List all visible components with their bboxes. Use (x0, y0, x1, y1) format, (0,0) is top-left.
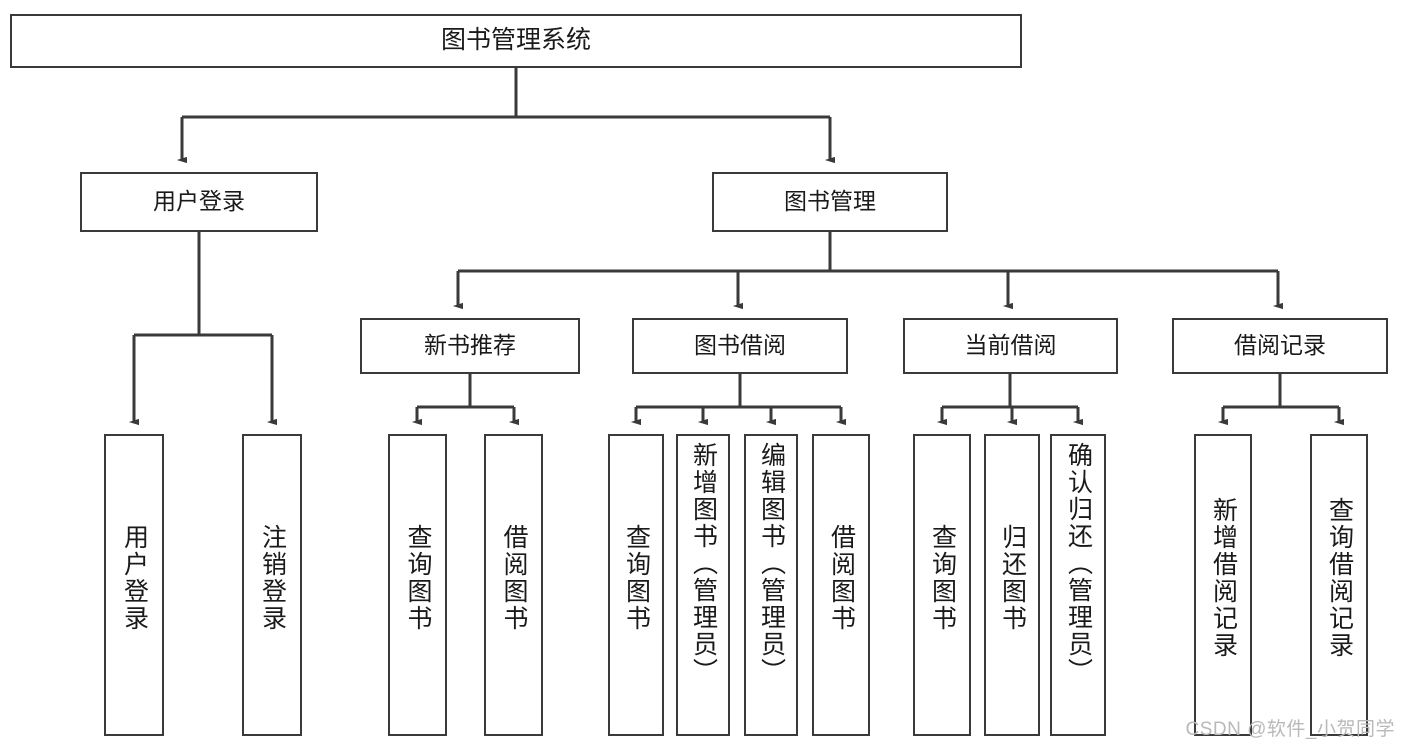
node-book-borrow-label: 图书借阅 (694, 332, 786, 359)
node-leaf-edit-book[interactable]: 编辑图书（管理员） (744, 434, 798, 736)
node-new-book-rec-label: 新书推荐 (424, 332, 516, 359)
node-leaf-return-book-label: 归还图书 (998, 524, 1027, 632)
node-borrow-record-label: 借阅记录 (1234, 332, 1326, 359)
node-borrow-record[interactable]: 借阅记录 (1172, 318, 1388, 374)
node-leaf-query-book-1-label: 查询图书 (404, 524, 432, 632)
node-current-borrow-label: 当前借阅 (964, 332, 1057, 359)
node-leaf-query-book-2[interactable]: 查询图书 (608, 434, 664, 736)
node-book-borrow[interactable]: 图书借阅 (632, 318, 848, 374)
node-user-login-label: 用户登录 (153, 188, 245, 215)
node-leaf-confirm-return[interactable]: 确认归还（管理员） (1050, 434, 1106, 736)
node-leaf-edit-book-label: 编辑图书（管理员） (757, 442, 786, 685)
node-leaf-borrow-book-2-label: 借阅图书 (827, 524, 856, 632)
node-leaf-user-login[interactable]: 用户登录 (104, 434, 164, 736)
node-leaf-logout[interactable]: 注销登录 (242, 434, 302, 736)
node-leaf-borrow-book-2[interactable]: 借阅图书 (812, 434, 870, 736)
node-new-book-rec[interactable]: 新书推荐 (360, 318, 580, 374)
node-leaf-logout-label: 注销登录 (258, 524, 287, 632)
node-current-borrow[interactable]: 当前借阅 (903, 318, 1118, 374)
edge-borrowrecord-to-leaves (1217, 374, 1345, 426)
edge-root-to-level2 (176, 68, 836, 164)
watermark-text: CSDN @软件_小贺同学 (1185, 719, 1395, 740)
node-leaf-confirm-return-label: 确认归还（管理员） (1064, 442, 1093, 685)
node-leaf-user-login-label: 用户登录 (120, 524, 149, 632)
node-user-login[interactable]: 用户登录 (80, 172, 318, 232)
node-leaf-add-record[interactable]: 新增借阅记录 (1194, 434, 1252, 736)
edge-bookborrow-to-leaves (630, 374, 847, 426)
node-leaf-return-book[interactable]: 归还图书 (984, 434, 1040, 736)
node-leaf-borrow-book-1[interactable]: 借阅图书 (484, 434, 543, 736)
node-leaf-borrow-book-1-label: 借阅图书 (500, 524, 528, 632)
node-book-manage[interactable]: 图书管理 (712, 172, 948, 232)
node-root-label: 图书管理系统 (440, 26, 591, 55)
edge-userlogin-to-leaves (128, 232, 278, 426)
node-leaf-query-book-3-label: 查询图书 (928, 524, 957, 632)
node-leaf-add-book-label: 新增图书（管理员） (689, 442, 718, 685)
node-root[interactable]: 图书管理系统 (10, 14, 1022, 68)
node-leaf-query-book-3[interactable]: 查询图书 (913, 434, 971, 736)
edge-newbookrec-to-leaves (411, 374, 520, 426)
node-leaf-query-record-label: 查询借阅记录 (1325, 497, 1354, 659)
node-leaf-query-book-2-label: 查询图书 (622, 524, 651, 632)
node-leaf-query-record[interactable]: 查询借阅记录 (1310, 434, 1368, 736)
node-leaf-add-record-label: 新增借阅记录 (1209, 497, 1238, 659)
node-book-manage-label: 图书管理 (784, 188, 876, 215)
edge-currentborrow-to-leaves (936, 374, 1084, 426)
node-leaf-query-book-1[interactable]: 查询图书 (388, 434, 447, 736)
node-leaf-add-book[interactable]: 新增图书（管理员） (676, 434, 730, 736)
edge-bookmanage-to-level3 (452, 232, 1284, 310)
